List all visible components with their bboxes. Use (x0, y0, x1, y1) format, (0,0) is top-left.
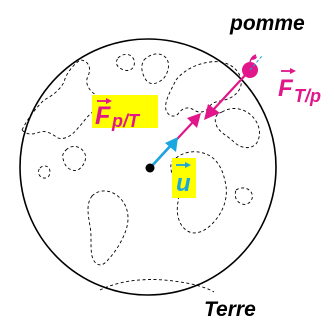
label-force-apple-on-earth: F p/T (92, 95, 158, 131)
continent-south-america (87, 190, 129, 266)
earth-center-dot (145, 163, 155, 173)
direction-guide (249, 55, 263, 71)
label-force-apple-on-earth-main: F (95, 102, 111, 130)
continent-island-2 (234, 187, 253, 205)
unit-vector-arrow (149, 137, 178, 169)
continent-asia-east (214, 108, 260, 149)
label-unit-vector-text: u (176, 170, 191, 197)
continent-island-1 (38, 165, 51, 179)
force-earth-on-apple-arrow (204, 69, 251, 120)
label-unit-vector: u (172, 158, 196, 198)
label-earth: Terre (204, 298, 256, 320)
label-apple: pomme (229, 12, 305, 35)
continent-greenland (141, 53, 169, 85)
continent-eurasia (165, 61, 242, 117)
continents (21, 53, 260, 293)
label-force-earth-on-apple: F T/p (278, 68, 321, 106)
label-force-apple-on-earth-sub: p/T (111, 111, 141, 131)
label-force-earth-on-apple-sub: T/p (294, 86, 321, 106)
earth-circle (19, 38, 277, 296)
continent-central-america (62, 145, 87, 171)
continent-north-america-arctic (115, 53, 135, 71)
label-force-earth-on-apple-main: F (278, 75, 294, 102)
